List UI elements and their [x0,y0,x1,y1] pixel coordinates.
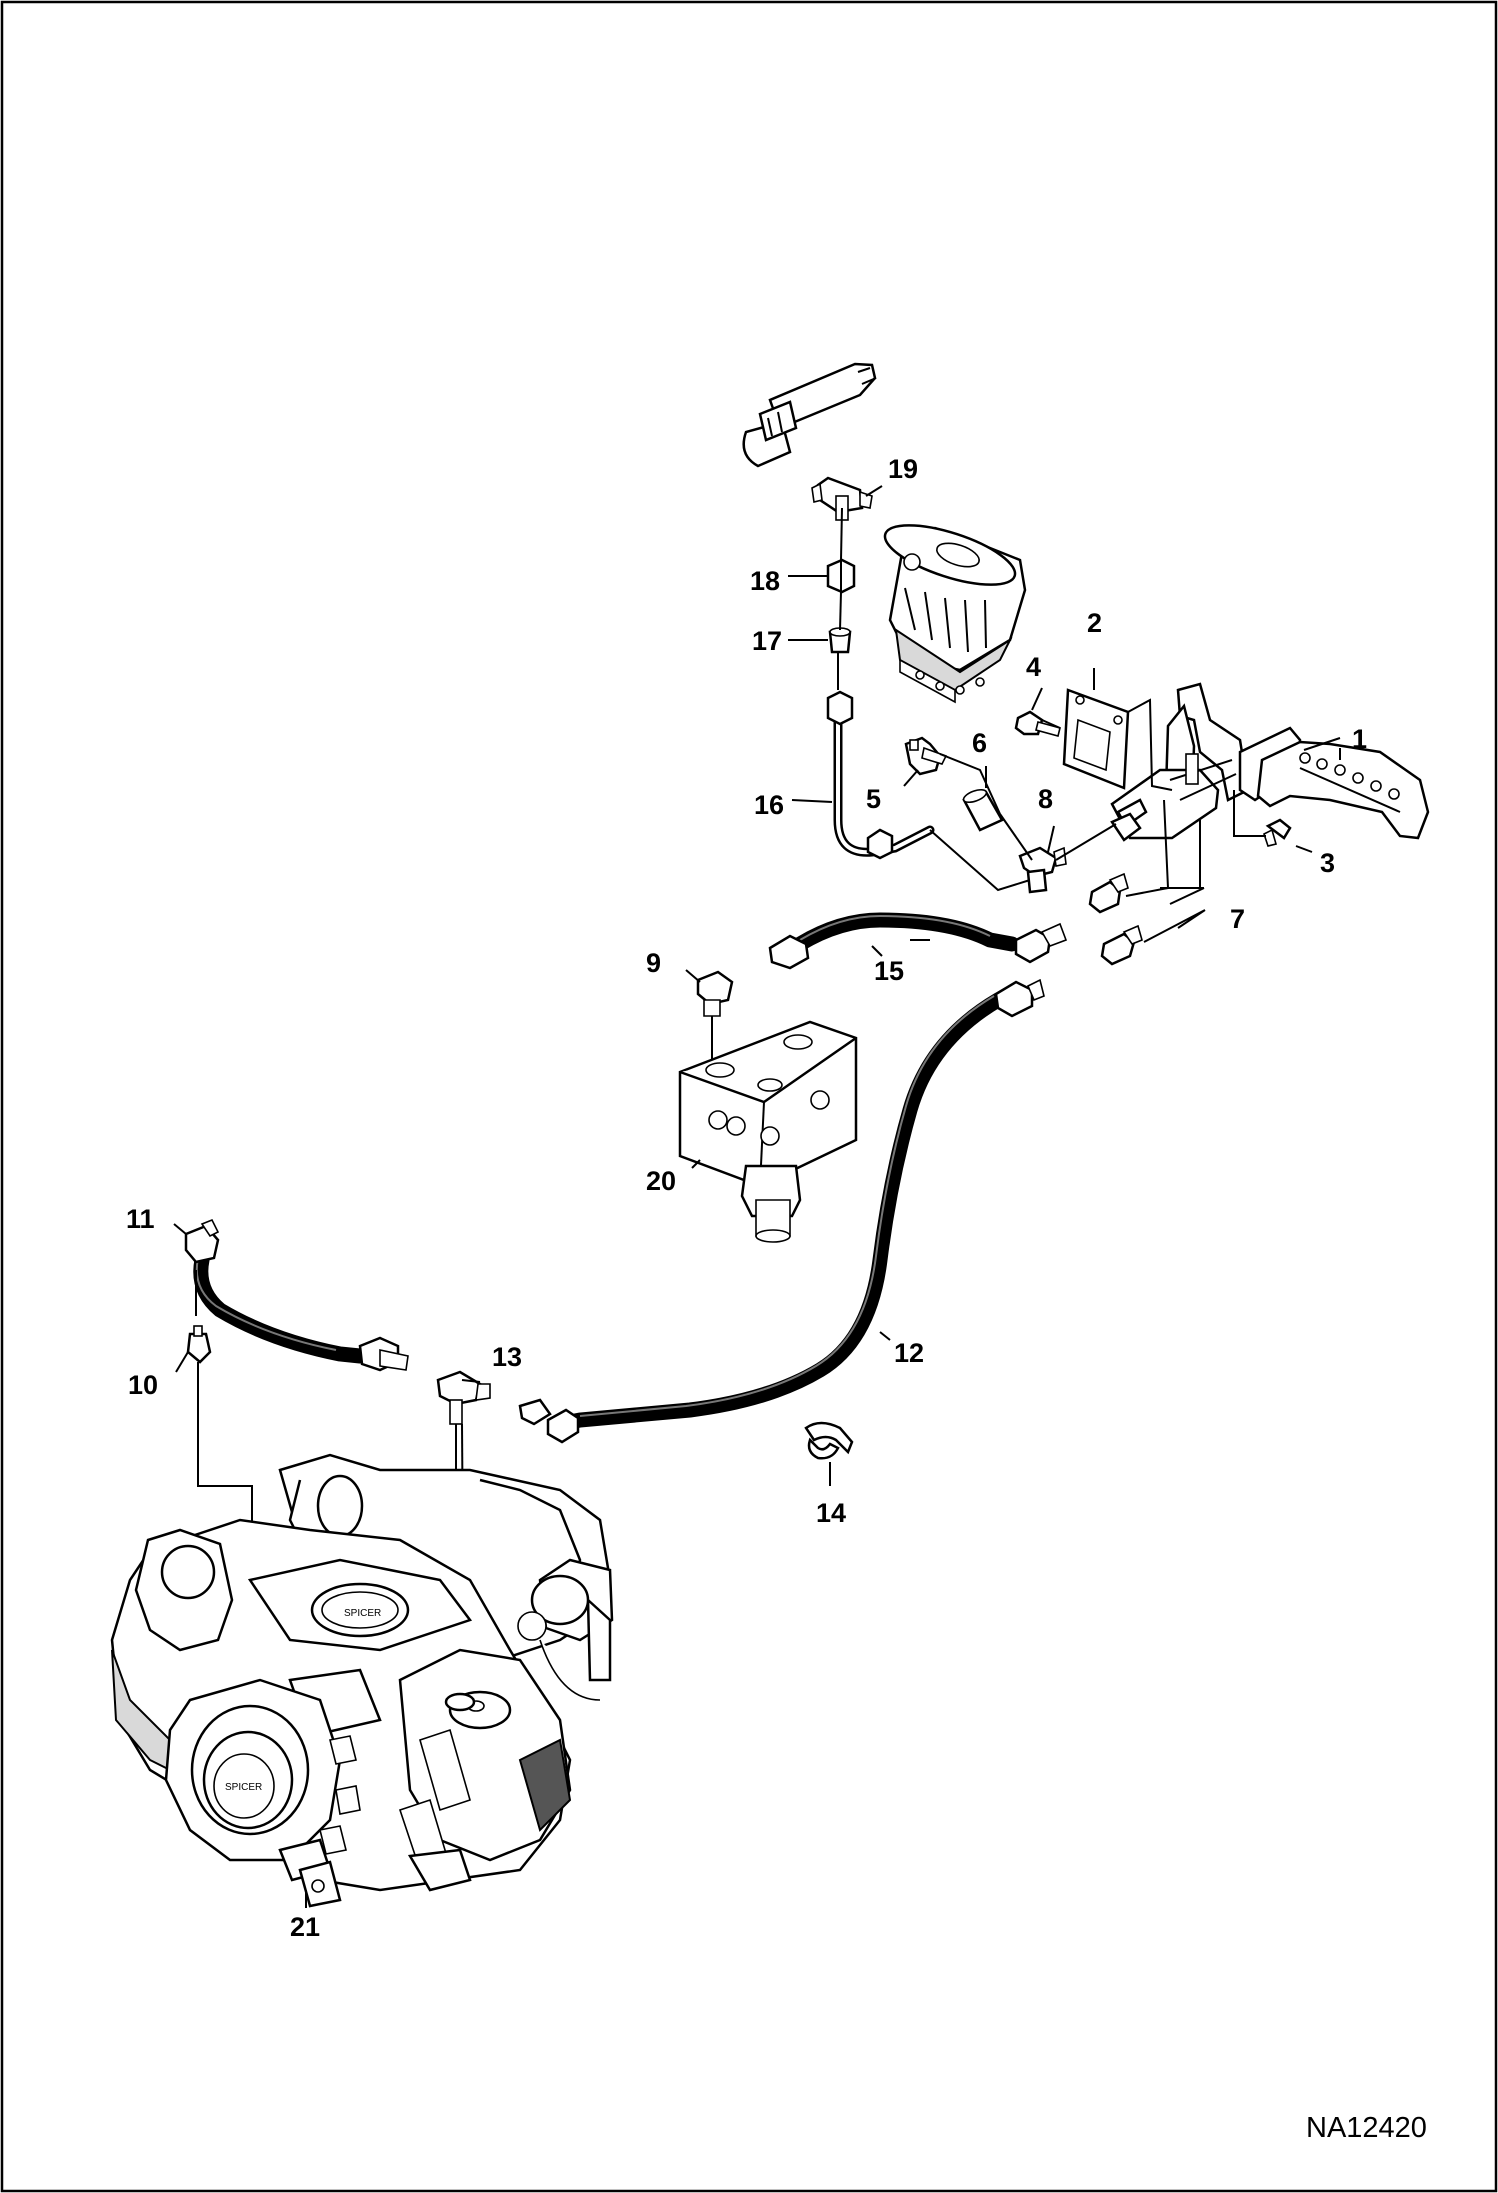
tube-line-16 [826,690,935,860]
plate-2 [1062,688,1130,790]
switch-5 [904,736,948,776]
callout-6: 6 [972,728,987,758]
callout-5: 5 [866,784,881,814]
bolt-4 [1014,710,1061,737]
callout-16: 16 [754,790,784,820]
elbow-fitting-9 [696,970,734,1017]
connector-6 [962,788,1004,832]
sleeve-17 [828,627,852,654]
clamp-14 [804,1421,854,1460]
callout-18: 18 [750,566,780,596]
callout-15: 15 [874,956,904,986]
screw-3 [1263,818,1292,847]
housing-logo-front: SPICER [225,1782,262,1793]
callout-10: 10 [128,1370,158,1400]
callout-13: 13 [492,1342,522,1372]
callout-8: 8 [1038,784,1053,814]
callout-3: 3 [1320,848,1335,878]
hose-15 [768,912,1068,970]
valve-block-20 [678,1020,858,1243]
callout-21: 21 [290,1912,320,1942]
nut-18 [826,558,856,594]
hydraulic-motor [883,524,1027,704]
callout-4: 4 [1026,652,1041,682]
housing-logo-top: SPICER [344,1608,381,1619]
figure-reference-code: NA12420 [1306,2112,1427,2144]
callout-7: 7 [1230,904,1245,934]
callout-9: 9 [646,948,661,978]
hose-left [193,1252,409,1372]
callout-20: 20 [646,1166,676,1196]
hose-12 [546,978,1045,1444]
pedal-assembly-1 [1164,682,1430,840]
callout-2: 2 [1087,608,1102,638]
fitting-10 [186,1325,212,1364]
adapter-fittings-7 [1088,872,1143,966]
supply-hose-assembly [742,362,877,468]
callout-12: 12 [894,1338,924,1368]
elbow-fitting-8 [1018,846,1067,894]
tee-fitting-13 [436,1370,552,1426]
callout-11: 11 [126,1204,155,1234]
elbow-fitting-11 [184,1218,220,1264]
callout-14: 14 [816,1498,846,1528]
callout-1: 1 [1352,724,1367,754]
tee-fitting-19 [811,476,873,521]
callout-17: 17 [752,626,782,656]
callout-19: 19 [888,454,918,484]
axle-housing-21: SPICER SPICER [110,1453,614,1908]
